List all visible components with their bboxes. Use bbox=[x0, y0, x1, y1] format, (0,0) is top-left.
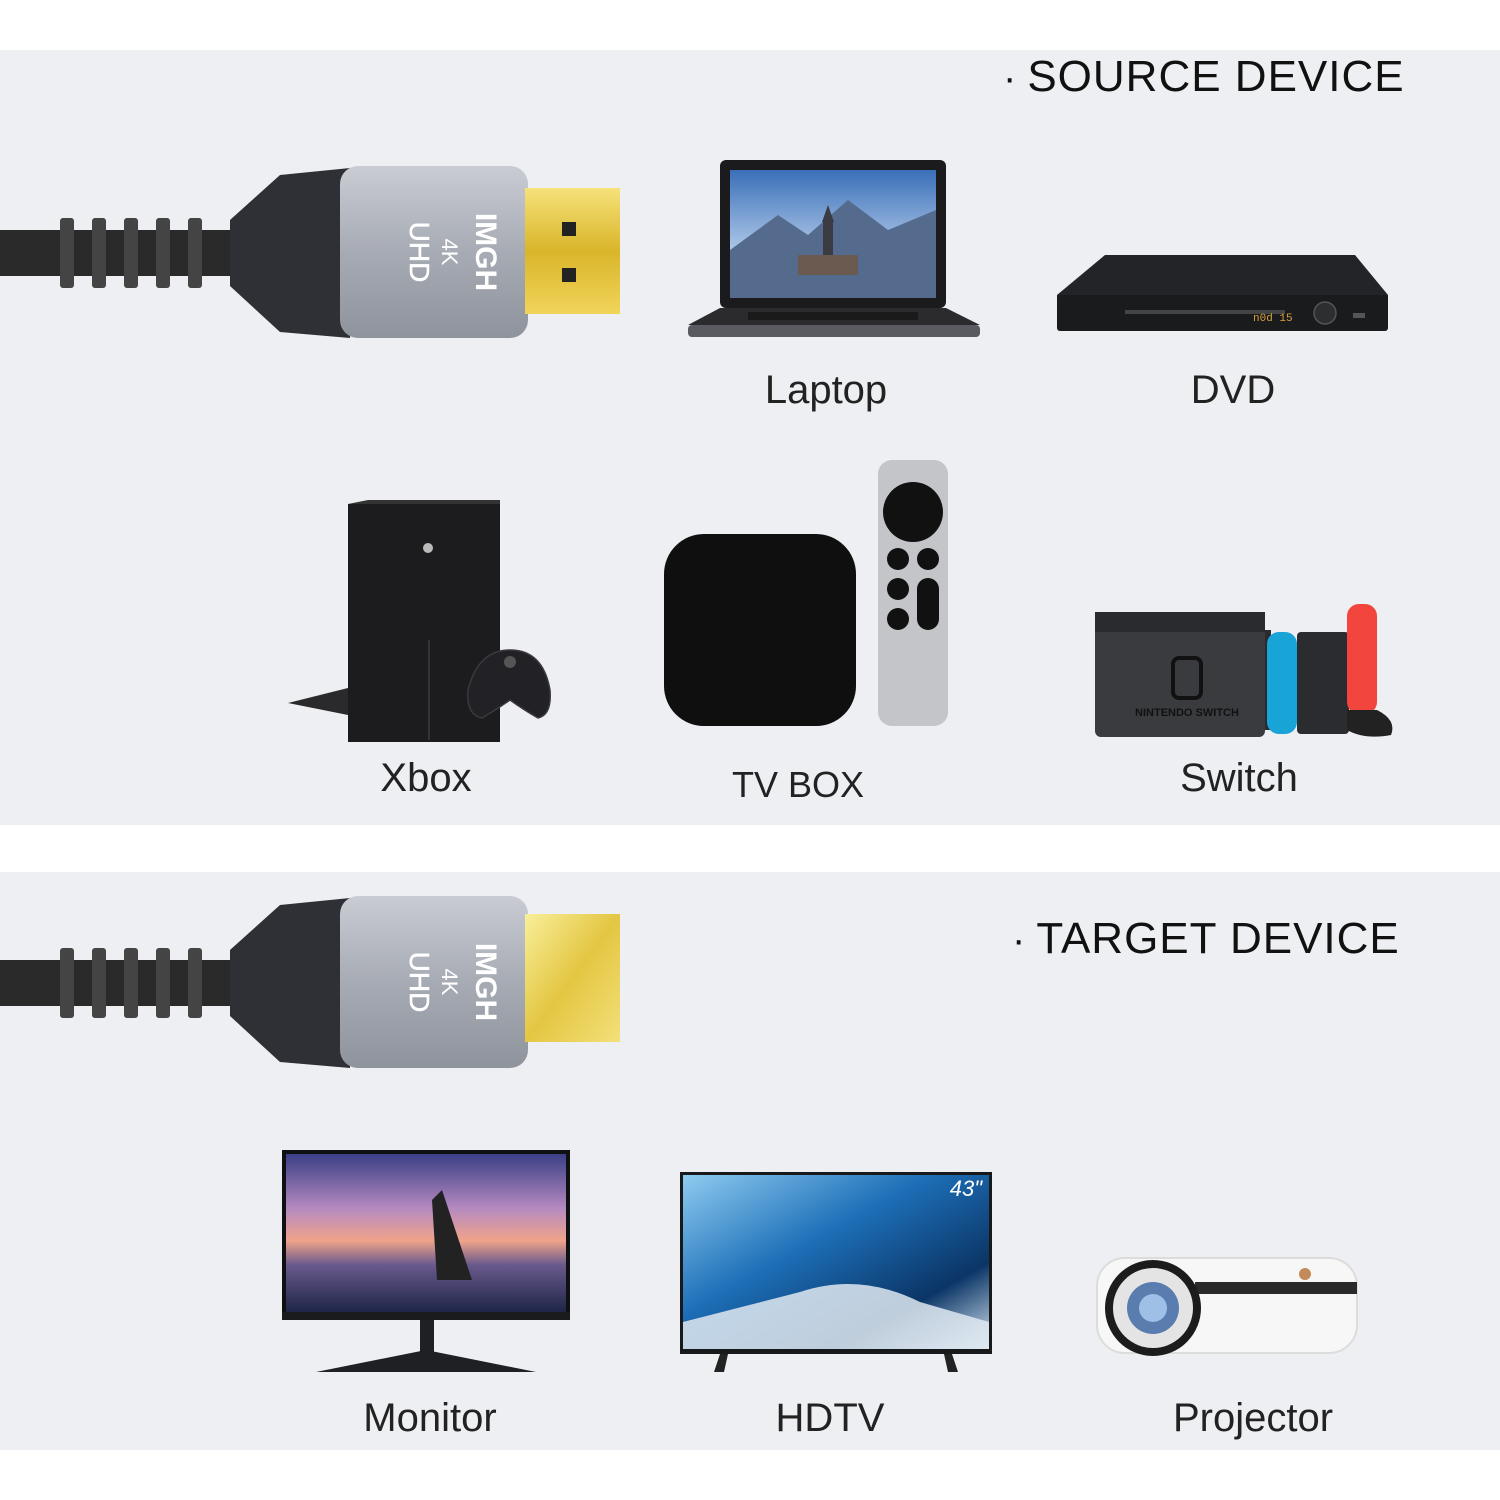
source-heading-text: SOURCE DEVICE bbox=[1027, 52, 1405, 101]
switch-image: NINTENDO SWITCH bbox=[1095, 604, 1393, 737]
cable-tag: UHD bbox=[404, 222, 435, 283]
laptop-image bbox=[688, 160, 980, 337]
joycon-left bbox=[1267, 632, 1297, 734]
connector-housing bbox=[340, 166, 528, 338]
hdmi-cable-connector: IMGH 4K UHD bbox=[0, 896, 620, 1068]
tv-size-badge: 43" bbox=[950, 1176, 983, 1201]
connector-housing bbox=[340, 896, 528, 1068]
dvd-display: n0d 15 bbox=[1253, 313, 1293, 325]
device-label-hdtv: HDTV bbox=[775, 1396, 885, 1440]
hdmi-cable-connector: IMGH 4K UHD bbox=[0, 166, 620, 338]
source-device-heading: ·SOURCE DEVICE bbox=[1003, 52, 1405, 102]
device-label-switch: Switch bbox=[1180, 756, 1298, 800]
bullet: · bbox=[1012, 918, 1027, 962]
cable-badge: 4K bbox=[437, 239, 462, 266]
cable-badge: 4K bbox=[437, 969, 462, 996]
xbox-image bbox=[288, 500, 551, 742]
device-label-tv-box: TV BOX bbox=[731, 764, 865, 805]
device-label-laptop: Laptop bbox=[764, 368, 888, 412]
device-label-xbox: Xbox bbox=[380, 756, 472, 800]
switch-logo: NINTENDO SWITCH bbox=[1135, 707, 1239, 719]
gold-plug bbox=[525, 914, 620, 1042]
cable-brand: IMGH bbox=[469, 943, 502, 1021]
device-label-dvd: DVD bbox=[1190, 368, 1276, 412]
cable-tag: UHD bbox=[404, 952, 435, 1013]
cable-brand: IMGH bbox=[469, 213, 502, 291]
device-label-projector: Projector bbox=[1172, 1396, 1334, 1440]
dvd-player-image: n0d 15 bbox=[1057, 255, 1388, 331]
xbox-controller bbox=[467, 649, 551, 719]
hdtv-image: 43" bbox=[680, 1172, 992, 1372]
gold-plug bbox=[525, 188, 620, 314]
projector-image bbox=[1096, 1257, 1358, 1356]
device-label-monitor: Monitor bbox=[363, 1396, 497, 1440]
tv-box-image bbox=[664, 460, 948, 726]
bullet: · bbox=[1003, 56, 1018, 100]
joycon-right bbox=[1347, 604, 1377, 714]
target-heading-text: TARGET DEVICE bbox=[1036, 914, 1400, 963]
target-device-heading: ·TARGET DEVICE bbox=[1012, 914, 1400, 964]
monitor-image bbox=[282, 1150, 570, 1372]
